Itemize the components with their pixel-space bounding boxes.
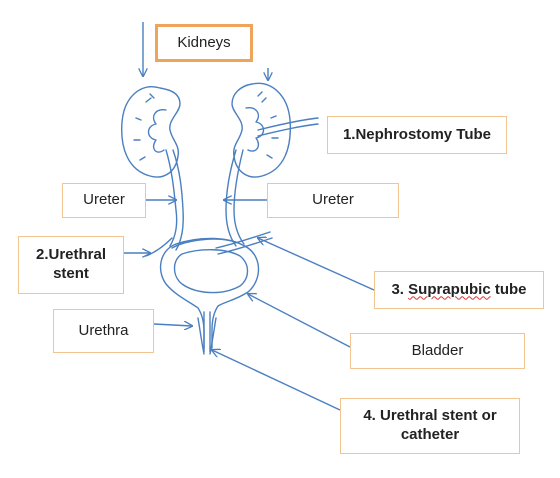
suprapubic-word: Suprapubic bbox=[408, 280, 491, 298]
bladder-shape bbox=[159, 237, 260, 349]
nephrostomy-tube bbox=[257, 117, 319, 137]
ureter-left-text: Ureter bbox=[83, 191, 125, 209]
suprapubic-suffix: tube bbox=[490, 280, 527, 298]
stent-catheter-line1: 4. Urethral stent or bbox=[363, 407, 497, 425]
urethral-stent-catheter-label: 4. Urethral stent or catheter bbox=[340, 398, 520, 454]
urethra-arrow bbox=[153, 324, 192, 326]
bladder-arrow bbox=[248, 294, 351, 348]
catheter-arrow bbox=[212, 350, 341, 411]
nephrostomy-tube-label: 1.Nephrostomy Tube bbox=[327, 116, 507, 154]
left-kidney bbox=[121, 86, 181, 178]
kidneys-label-text: Kidneys bbox=[177, 33, 231, 51]
left-ureter bbox=[165, 149, 184, 251]
bladder-text: Bladder bbox=[411, 341, 464, 359]
suprapubic-prefix: 3. bbox=[391, 280, 409, 298]
suprapubic-tube-label: 3. Suprapubic tube bbox=[374, 271, 544, 309]
suprapubic-tube bbox=[215, 231, 273, 255]
urethra-label: Urethra bbox=[53, 309, 154, 353]
urethra-shape bbox=[197, 311, 217, 355]
urethral-stent-line2: stent bbox=[53, 265, 89, 282]
suprapubic-arrow bbox=[258, 238, 375, 291]
ureter-right-label: Ureter bbox=[267, 183, 399, 218]
ureter-left-label: Ureter bbox=[62, 183, 146, 218]
nephrostomy-tube-text: 1.Nephrostomy Tube bbox=[342, 125, 492, 143]
kidneys-label: Kidneys bbox=[155, 24, 253, 62]
right-ureter bbox=[225, 149, 245, 247]
ureter-right-text: Ureter bbox=[312, 191, 354, 209]
urethral-stent-label: 2.Urethral stent bbox=[18, 236, 124, 294]
bladder-label: Bladder bbox=[350, 333, 525, 369]
urethral-stent-line1: 2.Urethral bbox=[35, 246, 107, 264]
stent-catheter-line2: catheter bbox=[400, 426, 460, 443]
urethra-text: Urethra bbox=[78, 321, 129, 339]
